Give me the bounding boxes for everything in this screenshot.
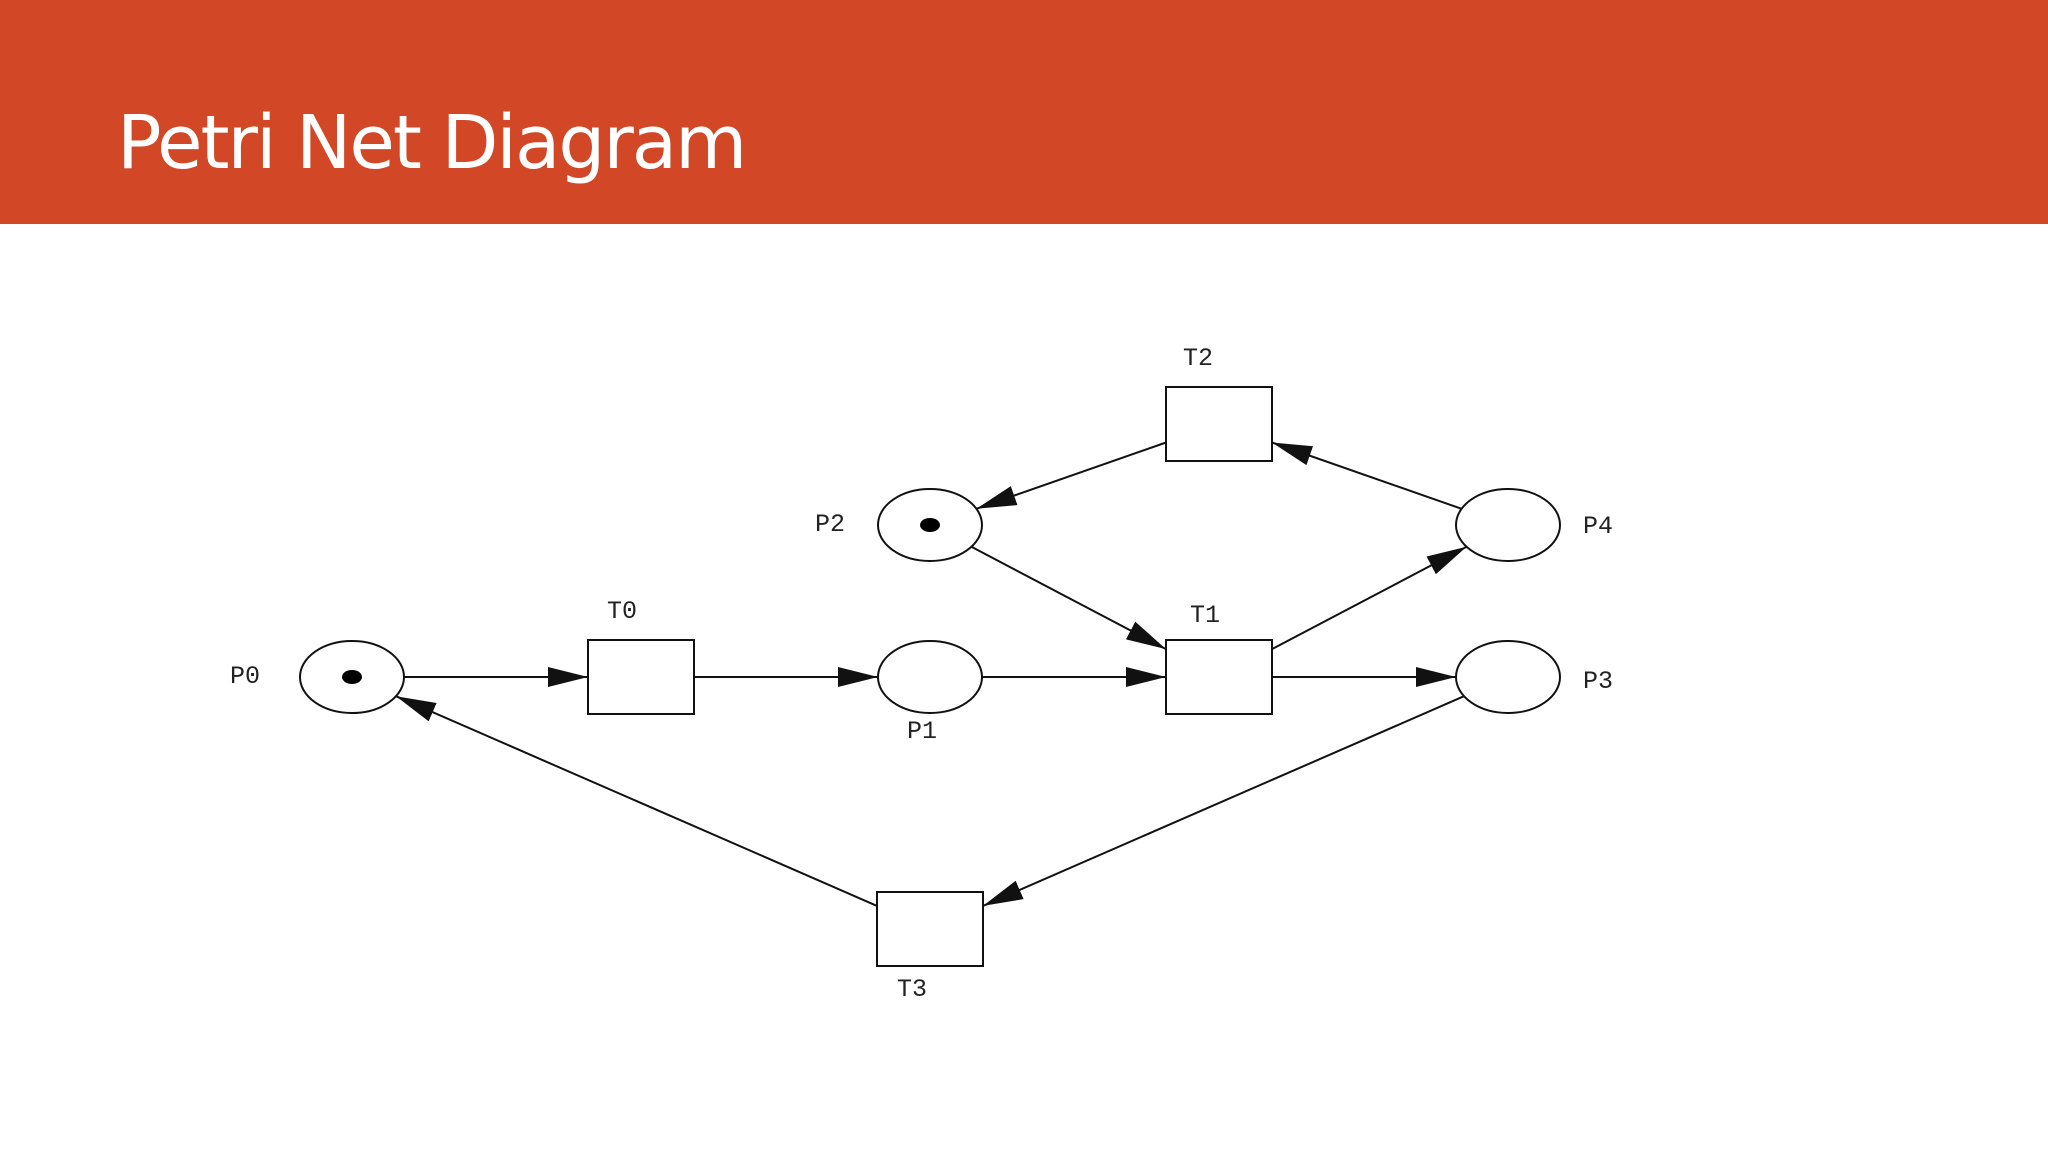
place-p1	[877, 640, 983, 714]
label-t2: T2	[1183, 344, 1213, 373]
arc-p2-to-t1	[970, 545, 1167, 650]
arc-t3-to-p0	[395, 695, 878, 907]
node-layer	[299, 386, 1561, 967]
transition-t0	[587, 639, 695, 715]
transition-t1	[1165, 639, 1273, 715]
label-p3: P3	[1583, 667, 1613, 696]
token-p2	[920, 518, 940, 532]
slide-title: Petri Net Diagram	[117, 100, 747, 186]
place-p3	[1455, 640, 1561, 714]
arc-layer	[395, 441, 1468, 907]
arc-t2-to-p2	[976, 441, 1167, 510]
transition-t2	[1165, 386, 1273, 462]
transition-t3	[876, 891, 984, 967]
label-t3: T3	[897, 975, 927, 1004]
place-p4	[1455, 488, 1561, 562]
token-p0	[342, 670, 362, 684]
title-bar: Petri Net Diagram	[0, 0, 2048, 224]
label-p1: P1	[907, 717, 937, 746]
label-p0: P0	[230, 662, 260, 691]
arc-t1-to-p4	[1271, 545, 1468, 650]
arc-p3-to-t3	[982, 695, 1465, 907]
label-t1: T1	[1190, 601, 1220, 630]
label-p2: P2	[815, 510, 845, 539]
label-p4: P4	[1583, 512, 1613, 541]
arc-p4-to-t2	[1271, 441, 1462, 510]
label-t0: T0	[607, 597, 637, 626]
